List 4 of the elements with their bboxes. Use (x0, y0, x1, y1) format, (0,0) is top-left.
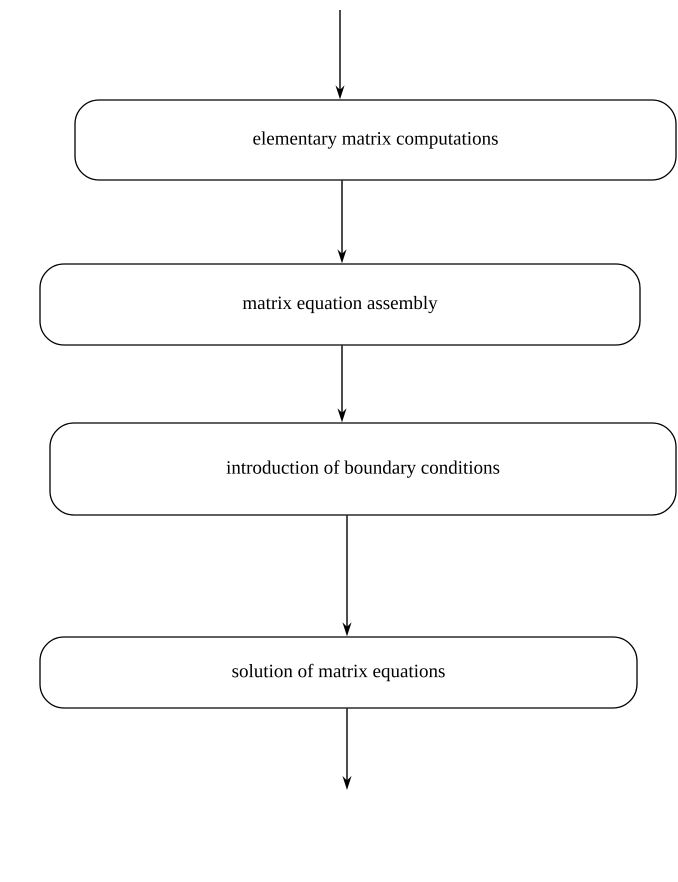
process-box: solution of matrix equations (39, 636, 638, 709)
process-box: elementary matrix computations (74, 99, 677, 181)
process-box: matrix equation assembly (39, 263, 641, 346)
process-box: introduction of boundary conditions (49, 422, 677, 516)
